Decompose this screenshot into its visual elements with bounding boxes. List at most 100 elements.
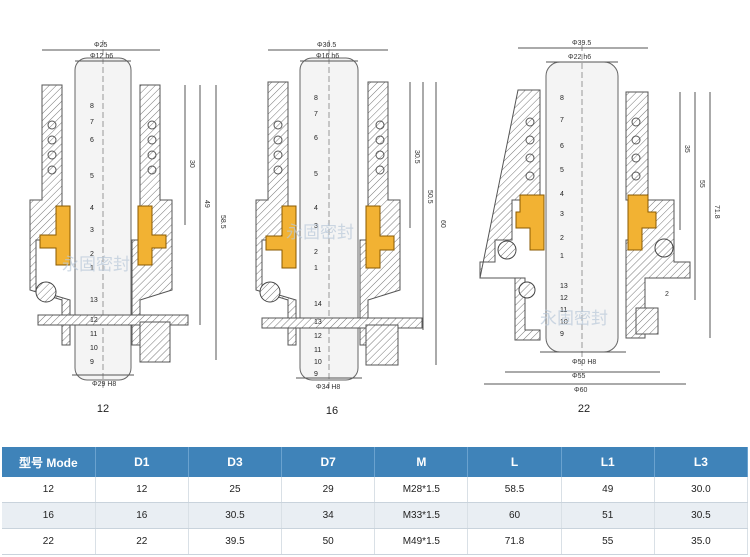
column-header: 型号 Mode xyxy=(2,447,96,477)
part-number: 6 xyxy=(314,135,318,142)
table-cell: 12 xyxy=(95,477,189,503)
dimension-label: Φ29 H8 xyxy=(92,381,116,388)
spring-right xyxy=(375,120,385,175)
dimension-label: 50.5 xyxy=(426,190,433,204)
part-number: 1 xyxy=(90,265,94,272)
sleeve-bottom xyxy=(635,307,659,335)
part-number: 5 xyxy=(90,173,94,180)
table-row: 22 22 39.5 50 M49*1.5 71.8 55 35.0 xyxy=(2,528,749,555)
table-cell: 35.0 xyxy=(654,528,749,555)
gland-plate xyxy=(37,314,189,326)
table-cell: 30.0 xyxy=(654,477,749,503)
dimension-label: 30.5 xyxy=(413,150,420,164)
dimension-label: Φ12 h6 xyxy=(90,53,113,60)
part-number: 7 xyxy=(560,117,564,124)
watermark-text: 永固密封 xyxy=(286,223,354,242)
spring-right xyxy=(631,117,641,181)
gland-plate xyxy=(261,317,423,329)
seal-drawing-12: 8 7 6 5 4 3 2 1 13 12 11 10 9 Φ25 Φ12 h6… xyxy=(29,40,226,415)
sleeve-bottom xyxy=(139,321,171,363)
seal-face-left xyxy=(265,205,297,269)
table-cell: 58.5 xyxy=(467,477,562,503)
part-number: 7 xyxy=(90,119,94,126)
drawing-caption: 12 xyxy=(97,403,109,415)
watermark-text: 永固密封 xyxy=(540,309,608,328)
seal-face-left xyxy=(515,194,545,251)
column-header: D1 xyxy=(95,447,189,477)
part-number: 5 xyxy=(314,171,318,178)
table-cell: 51 xyxy=(561,502,655,529)
part-number: 9 xyxy=(560,331,564,338)
table-cell: 12 xyxy=(2,477,96,503)
table-cell: 16 xyxy=(95,502,189,529)
table-cell: 22 xyxy=(2,528,96,555)
drawing-caption: 22 xyxy=(578,403,590,415)
spring-left xyxy=(273,120,283,175)
part-number: 11 xyxy=(314,347,321,354)
seal-face-right xyxy=(365,205,395,269)
part-number: 1 xyxy=(560,253,564,260)
seal-face-right xyxy=(627,194,657,251)
dimension-label: Φ22 h6 xyxy=(568,54,591,61)
o-ring-left xyxy=(259,281,281,303)
dimension-label: 55 xyxy=(698,180,705,188)
table-cell: 49 xyxy=(561,477,655,503)
table-cell: M49*1.5 xyxy=(374,528,469,555)
table-cell: 22 xyxy=(95,528,189,555)
column-header: D7 xyxy=(281,447,376,477)
dimension-label: Φ60 xyxy=(574,387,587,394)
dimension-label: 35 xyxy=(683,145,690,153)
dimension-label: 2 xyxy=(665,291,669,298)
part-number: 13 xyxy=(90,297,98,304)
o-ring-left xyxy=(35,281,57,303)
column-header: L1 xyxy=(561,447,655,477)
part-number: 9 xyxy=(314,371,318,378)
spring-right xyxy=(147,120,157,175)
table-cell: M33*1.5 xyxy=(374,502,469,529)
part-number: 11 xyxy=(90,331,97,338)
dimension-label: 49 xyxy=(203,200,210,208)
part-number: 2 xyxy=(90,251,94,258)
o-ring-left xyxy=(497,240,517,260)
part-number: 7 xyxy=(314,111,318,118)
table-row: 16 16 30.5 34 M33*1.5 60 51 30.5 xyxy=(2,502,749,529)
table-cell: 60 xyxy=(467,502,562,529)
part-number: 12 xyxy=(314,333,322,340)
part-number: 13 xyxy=(560,283,568,290)
table-header-row: 型号 Mode D1 D3 D7 M L L1 L3 xyxy=(2,447,749,477)
table-cell: 16 xyxy=(2,502,96,529)
dimension-label: Φ34 H8 xyxy=(316,384,340,391)
seal-drawing-16: 8 7 6 5 4 3 2 1 14 13 12 11 10 9 Φ30.5 Φ… xyxy=(255,40,446,417)
mechanical-seal-drawings: 8 7 6 5 4 3 2 1 13 12 11 10 9 Φ25 Φ12 h6… xyxy=(29,40,720,417)
table-cell: 30.5 xyxy=(188,502,283,529)
part-number: 3 xyxy=(560,211,564,218)
part-number: 11 xyxy=(560,307,567,314)
table-cell: 30.5 xyxy=(654,502,749,529)
o-ring-bottom xyxy=(518,281,536,299)
part-number: 12 xyxy=(90,317,98,324)
dimension-label: Φ39.5 xyxy=(572,40,591,47)
spring-left xyxy=(47,120,57,175)
o-ring-right xyxy=(654,238,674,258)
part-number: 5 xyxy=(560,167,564,174)
part-number: 9 xyxy=(90,359,94,366)
part-number: 3 xyxy=(314,223,318,230)
column-header: D3 xyxy=(188,447,283,477)
table-cell: 29 xyxy=(281,477,376,503)
table-row: 12 12 25 29 M28*1.5 58.5 49 30.0 xyxy=(2,477,749,503)
part-number: 1 xyxy=(314,265,318,272)
table-cell: 34 xyxy=(281,502,376,529)
spring-left xyxy=(525,117,535,181)
dimension-label: Φ30.5 xyxy=(317,42,336,49)
part-number: 10 xyxy=(560,319,568,326)
column-header: L3 xyxy=(654,447,749,477)
dimension-label: 58.5 xyxy=(219,215,226,229)
dimension-label: Φ55 xyxy=(572,373,585,380)
part-number: 2 xyxy=(560,235,564,242)
part-number: 6 xyxy=(90,137,94,144)
part-number: 4 xyxy=(90,205,94,212)
seal-face-right xyxy=(137,205,167,266)
part-number: 2 xyxy=(314,249,318,256)
seal-face-left xyxy=(39,205,71,266)
part-number: 4 xyxy=(560,191,564,198)
